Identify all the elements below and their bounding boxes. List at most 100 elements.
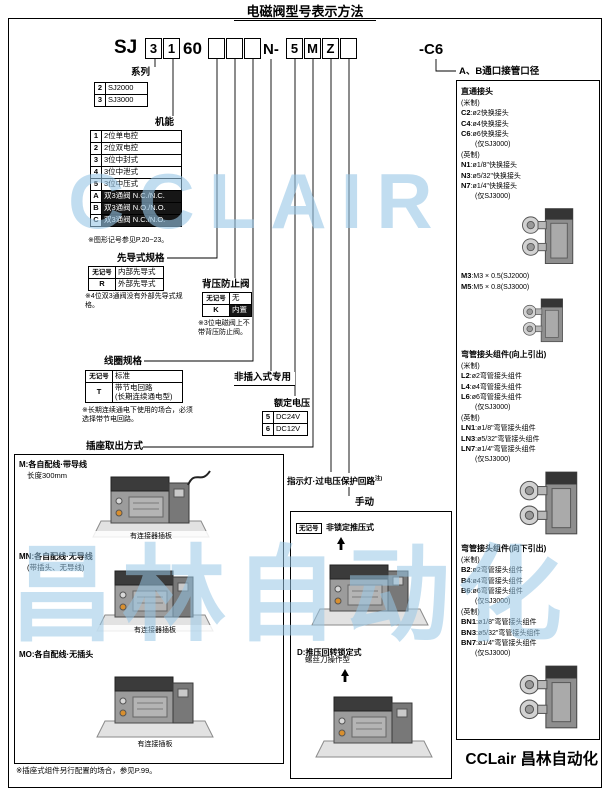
- port-code: LN1: [461, 423, 476, 432]
- elbow-up-title: 弯管接头组件(向上引出): [461, 350, 547, 359]
- pilot-label: 先导式规格: [117, 253, 165, 265]
- port-option: M5:M5 × 0.8(SJ3000): [461, 282, 597, 293]
- series-code: 3: [94, 94, 106, 107]
- connector-item-subtitle: (带插头、无导线): [27, 563, 85, 572]
- port-option: L6:ø6弯管接头组件: [461, 392, 597, 403]
- valve-photo-mo: [96, 676, 214, 738]
- connector-item-code: MN: [19, 552, 32, 561]
- pilot-value: 外部先导式: [115, 278, 164, 291]
- only-sj3000-note: (仅SJ3000): [475, 140, 511, 148]
- port-desc: :ø6快换接头: [470, 131, 509, 138]
- manual-item-code: D: [297, 648, 303, 657]
- connector-item-title: :各自配线·无导线: [31, 552, 93, 561]
- metric-label: (米制): [461, 100, 480, 107]
- function-value: 双3通阀 N.O./N.O.: [101, 202, 182, 215]
- function-code: 1: [90, 130, 102, 143]
- fitting-photo-straight: [522, 208, 574, 264]
- metric-label: (米制): [461, 557, 480, 564]
- pilot-code: 无记号: [88, 266, 116, 279]
- port-code: C2: [461, 108, 471, 117]
- port-code: BN3: [461, 627, 477, 637]
- inch-label: (英制): [461, 609, 480, 616]
- port-option: N1:ø1/8"快换接头: [461, 160, 597, 171]
- port-desc: :ø1/4"弯管接头组件: [476, 640, 537, 647]
- manual-item-code: 无记号: [296, 523, 322, 534]
- manual-label: 手动: [355, 497, 375, 509]
- line-port-size: [435, 59, 456, 72]
- line-connector-entry: [143, 59, 314, 448]
- port-code: N7: [461, 181, 471, 190]
- model-code-blank2-box: [226, 38, 243, 59]
- port-desc: :ø6弯管接头组件: [469, 394, 522, 401]
- function-value: 双3通阀 N.C./N.C.: [101, 190, 182, 203]
- only-sj3000-note: (仅SJ3000): [475, 597, 511, 605]
- table-row: 3 SJ3000: [94, 94, 148, 107]
- port-desc: :M3 × 0.5(SJ2000): [471, 273, 530, 280]
- only-sj3000-note: (仅SJ3000): [475, 649, 511, 657]
- port-code: C4: [461, 118, 471, 128]
- manual-panel: 无记号 非锁定推压式 D:推压回转锁定式 螺丝刀操作型: [290, 511, 452, 779]
- only-sj3000-note: (仅SJ3000): [475, 455, 511, 463]
- coil-code: T: [85, 382, 113, 403]
- function-code: A: [90, 190, 102, 203]
- port-desc: :ø5/32"弯管接头组件: [475, 435, 540, 443]
- only-sj3000-note: (仅SJ3000): [475, 403, 511, 411]
- coil-value-line2: (长期连续通电型): [115, 391, 173, 401]
- coil-value: 标准: [112, 370, 183, 383]
- port-desc: :ø1/8"快换接头: [470, 162, 518, 169]
- coil-value: 带节电回路 (长期连续通电型): [112, 382, 183, 403]
- indicator-label: 指示灯·过电压保护回路注): [287, 473, 383, 487]
- port-desc: :ø5/32"弯管接头组件: [476, 629, 541, 637]
- model-code-manual-box: [340, 38, 357, 59]
- manual-item-title: 非锁定推压式: [325, 523, 374, 532]
- port-desc: :ø5/32"快换接头: [470, 172, 521, 180]
- port-option: L2:ø2弯管接头组件: [461, 371, 597, 382]
- voltage-value: DC12V: [273, 423, 308, 436]
- port-code: L6: [461, 392, 470, 401]
- connector-item-subtitle: 长度300mm: [27, 471, 68, 480]
- model-code-series-box: 3: [145, 38, 162, 59]
- voltage-code: 6: [262, 423, 274, 436]
- back-pressure-label: 背压防止阀: [202, 279, 250, 291]
- coil-note: ※长期连续通电下使用的场合，必须选择带节电回路。: [82, 407, 193, 423]
- function-value: 2位双电控: [101, 142, 182, 155]
- connector-item-code: M: [19, 460, 26, 469]
- series-value: SJ2000: [105, 82, 148, 95]
- push-arrow-icon: [341, 669, 349, 682]
- connector-entry-note: ※插座式组件另行配置的场合，参见P.99。: [16, 766, 157, 775]
- connector-item-mn: MN:各自配线·无导线: [19, 551, 93, 562]
- manual-item-title: :推压回转锁定式: [302, 648, 362, 657]
- metric-label: (米制): [461, 363, 480, 370]
- connector-item-mo: MO:各自配线·无插头: [19, 649, 93, 660]
- port-desc: :ø4快换接头: [470, 120, 509, 128]
- connector-item-code: MO: [19, 650, 32, 659]
- page-title: 电磁阀型号表示方法: [234, 4, 376, 21]
- straight-fitting-title: 直通接头: [461, 87, 493, 96]
- port-option: C4:ø4快换接头: [461, 119, 597, 130]
- port-option: M3:M3 × 0.5(SJ2000): [461, 271, 597, 282]
- line-pilot: [167, 59, 218, 259]
- port-code: B4: [461, 575, 471, 585]
- port-option: L4:ø4弯管接头组件: [461, 382, 597, 393]
- pilot-value: 内部先导式: [115, 266, 164, 279]
- page-title-wrap: 电磁阀型号表示方法: [0, 1, 610, 21]
- model-code-blank3-box: [244, 38, 261, 59]
- table-row: 无记号内部先导式: [88, 266, 164, 279]
- table-row: 无记号 标准: [85, 370, 183, 383]
- function-code: B: [90, 202, 102, 215]
- port-code: LN3: [461, 433, 476, 443]
- back-pressure-note: ※3位电磁阀上不带背压防止阀。: [198, 320, 250, 336]
- port-option: LN3:ø5/32"弯管接头组件: [461, 434, 597, 445]
- table-row: 无记号无: [202, 292, 252, 305]
- function-value: 3位中压式: [101, 178, 182, 191]
- voltage-code: 5: [262, 411, 274, 424]
